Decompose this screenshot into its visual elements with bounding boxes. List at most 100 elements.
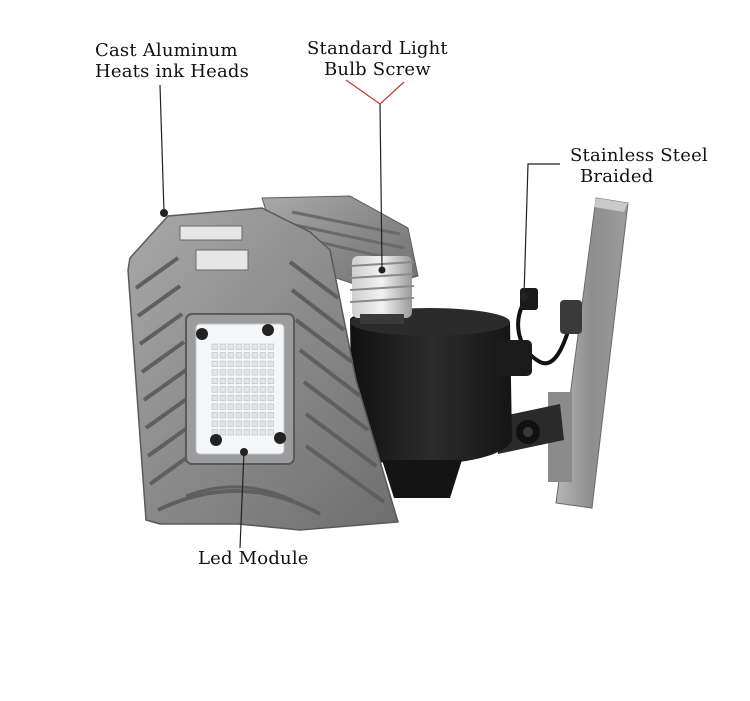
callout-line: Bulb Screw — [323, 59, 431, 80]
led-chip — [211, 412, 218, 419]
led-chip — [211, 360, 218, 367]
led-chip — [211, 377, 218, 384]
callout-cast-aluminum: Cast Aluminum Heats ink Heads — [95, 40, 249, 82]
led-chip — [243, 369, 250, 376]
led-chip — [243, 343, 250, 350]
led-chip — [243, 420, 250, 427]
led-chip — [251, 352, 258, 359]
led-chip — [219, 386, 226, 393]
led-chip — [219, 343, 226, 350]
led-module — [185, 313, 295, 465]
led-chip — [243, 352, 250, 359]
led-chip — [259, 403, 266, 410]
bulb-screw — [349, 256, 415, 324]
led-chip — [211, 352, 218, 359]
led-chip — [227, 420, 234, 427]
led-chip — [251, 420, 258, 427]
led-chip — [267, 343, 274, 350]
led-chip — [243, 429, 250, 436]
led-chip — [235, 360, 242, 367]
led-chip — [259, 420, 266, 427]
led-chip — [259, 343, 266, 350]
led-chip — [211, 403, 218, 410]
led-chip — [243, 403, 250, 410]
led-chip — [219, 377, 226, 384]
led-chip — [235, 377, 242, 384]
led-chip — [235, 420, 242, 427]
led-chip-grid — [211, 343, 274, 436]
led-chip — [235, 403, 242, 410]
led-chip — [219, 420, 226, 427]
led-chip — [251, 429, 258, 436]
led-chip — [211, 343, 218, 350]
led-chip — [267, 403, 274, 410]
braided-cable — [516, 294, 574, 366]
led-chip — [227, 360, 234, 367]
callout-line: Standard Light — [307, 38, 448, 59]
led-chip — [251, 377, 258, 384]
led-chip — [251, 394, 258, 402]
callout-line: Led Module — [198, 548, 309, 569]
led-chip — [243, 412, 250, 419]
led-chip — [243, 386, 250, 393]
led-chip — [227, 352, 234, 359]
led-chip — [251, 369, 258, 376]
led-chip — [235, 394, 242, 402]
led-chip — [267, 394, 274, 402]
led-chip — [259, 360, 266, 367]
led-chip — [219, 360, 226, 367]
callout-line: Heats ink Heads — [95, 61, 250, 82]
led-chip — [219, 429, 226, 436]
led-chip — [235, 352, 242, 359]
led-chip — [259, 369, 266, 376]
led-chip — [259, 394, 266, 402]
led-chip — [227, 369, 234, 376]
led-chip — [267, 412, 274, 419]
led-chip — [267, 420, 274, 427]
led-chip — [251, 360, 258, 367]
led-chip — [267, 386, 274, 393]
led-chip — [259, 429, 266, 436]
led-chip — [219, 394, 226, 402]
led-chip — [259, 377, 266, 384]
led-chip — [227, 403, 234, 410]
led-chip — [235, 412, 242, 419]
led-chip — [211, 369, 218, 376]
led-chip — [211, 386, 218, 393]
led-chip — [243, 360, 250, 367]
callout-line: Braided — [580, 166, 654, 187]
led-chip — [251, 403, 258, 410]
led-chip — [251, 343, 258, 350]
led-chip — [251, 412, 258, 419]
screw-icon — [262, 324, 274, 336]
led-chip — [243, 394, 250, 402]
led-chip — [267, 429, 274, 436]
callout-stainless-steel: Stainless Steel Braided — [570, 145, 708, 187]
led-chip — [219, 352, 226, 359]
led-chip — [251, 386, 258, 393]
led-chip — [219, 412, 226, 419]
led-chip — [219, 403, 226, 410]
led-chip — [235, 429, 242, 436]
led-chip — [267, 352, 274, 359]
screw-icon — [210, 434, 222, 446]
led-chip — [235, 386, 242, 393]
callout-line: Stainless Steel — [570, 145, 708, 166]
callout-led-module: Led Module — [198, 548, 309, 569]
led-chip — [227, 412, 234, 419]
lamp-housing — [350, 308, 532, 498]
led-chip — [227, 429, 234, 436]
screw-icon — [274, 432, 286, 444]
led-chip — [259, 412, 266, 419]
led-chip — [267, 377, 274, 384]
led-chip — [235, 369, 242, 376]
led-chip — [227, 394, 234, 402]
led-chip — [227, 386, 234, 393]
led-chip — [243, 377, 250, 384]
led-chip — [211, 394, 218, 402]
led-chip — [259, 386, 266, 393]
screw-icon — [196, 328, 208, 340]
led-chip — [235, 343, 242, 350]
